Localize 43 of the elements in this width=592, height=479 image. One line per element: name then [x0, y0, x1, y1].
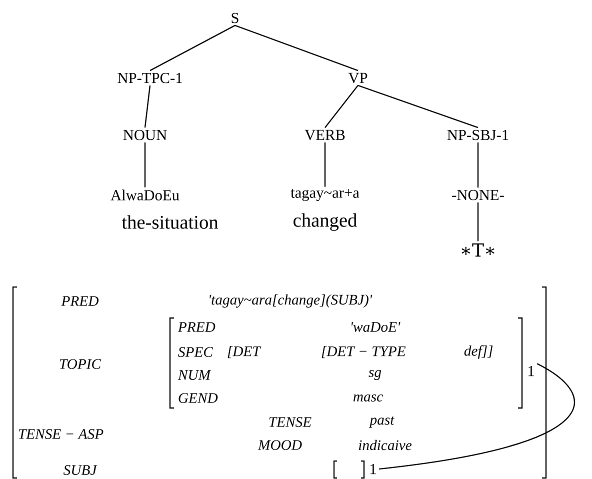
feature-label: SUBJ	[63, 465, 98, 475]
coindex-line	[379, 363, 575, 470]
tree-branch	[477, 142, 479, 188]
tree-branch	[144, 142, 146, 188]
gloss-label: changed	[294, 213, 357, 231]
tree-label: NP-SBJ-1	[447, 130, 508, 140]
feature-label: MOOD	[258, 440, 302, 450]
feature-label: indicaive	[358, 440, 412, 450]
feature-label: SPEC	[178, 347, 214, 357]
feature-label: [DET − TYPE	[322, 346, 406, 358]
feature-label: masc	[353, 394, 383, 402]
feature-label: 'tagay~ara[change](SUBJ)'	[210, 294, 372, 308]
word-label: AlwaDoEu	[110, 190, 180, 200]
feature-label: PRED	[178, 322, 216, 332]
tree-branch	[234, 24, 358, 72]
trace-label: ∗T∗	[462, 243, 494, 257]
feature-label: GEND	[178, 393, 218, 403]
feature-label: [DET	[228, 346, 262, 358]
index-label: 1	[370, 464, 376, 474]
tree-branch	[477, 202, 479, 242]
feature-label: 'waDoE'	[352, 322, 400, 332]
gloss-label: the-situation	[122, 215, 218, 229]
tree-branch	[324, 142, 326, 187]
feature-label: TENSE	[269, 417, 312, 427]
tree-label: NP-TPC-1	[118, 72, 182, 84]
tree-label: -NONE-	[452, 190, 504, 200]
tree-label: VERB	[304, 130, 345, 140]
feature-label: TOPIC	[60, 359, 102, 369]
feature-label: past	[368, 416, 395, 428]
word-label: tagay~ar+a	[290, 189, 360, 201]
index-label: 1	[528, 366, 534, 376]
feature-label: def]]	[464, 345, 493, 359]
tree-branch	[144, 85, 151, 128]
tree-branch	[358, 84, 478, 128]
feature-label: NUM	[178, 370, 212, 380]
tree-label: S	[232, 12, 238, 24]
tree-label: NOUN	[123, 130, 167, 140]
tree-branch	[150, 24, 236, 72]
tree-label: VP	[348, 72, 368, 84]
tree-branch	[324, 85, 358, 128]
feature-label: sg	[368, 370, 382, 380]
feature-label: PRED	[61, 296, 99, 306]
feature-label: TENSE − ASP	[18, 429, 104, 439]
